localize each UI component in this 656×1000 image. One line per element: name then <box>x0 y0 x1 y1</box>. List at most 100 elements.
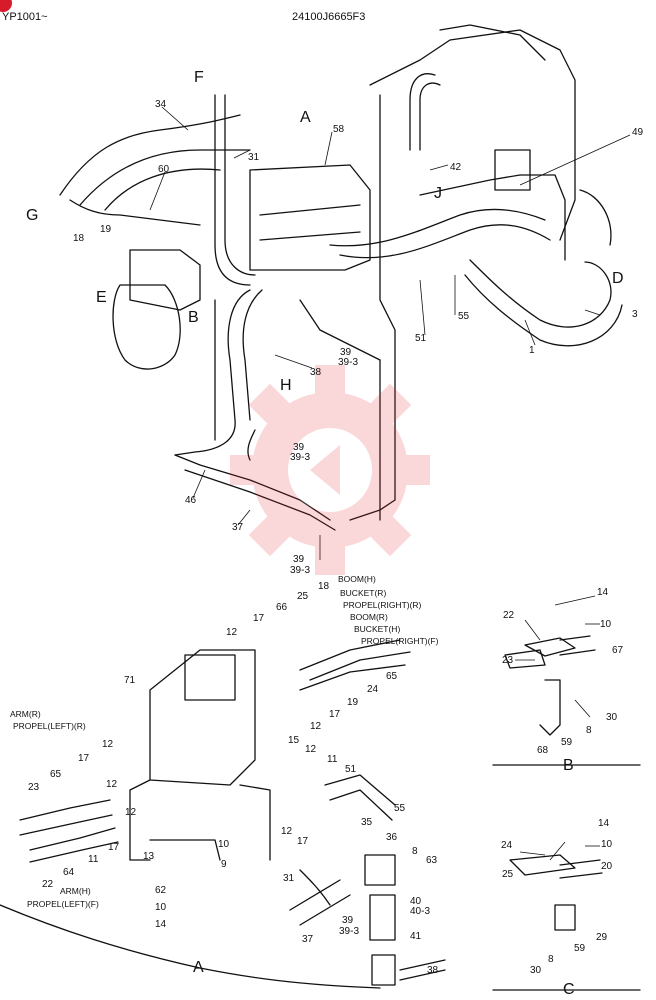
callout-10-b: 10 <box>155 902 167 913</box>
callout-15: 15 <box>288 735 300 746</box>
detail-c-callout-20: 20 <box>601 861 613 872</box>
circuit-propel-left-f: PROPEL(LEFT)(F) <box>27 899 99 909</box>
callout-71: 71 <box>124 675 136 686</box>
callout-14-a: 14 <box>155 919 167 930</box>
callout-10-a: 10 <box>218 839 230 850</box>
callout-12-f: 12 <box>106 779 118 790</box>
circuit-boom-r: BOOM(R) <box>350 612 388 622</box>
callout-64: 64 <box>63 867 75 878</box>
callout-22: 22 <box>42 879 54 890</box>
callout-11-a: 11 <box>327 754 338 765</box>
circuit-arm-r: ARM(R) <box>10 709 41 719</box>
detail-c-callout-59: 59 <box>574 943 586 954</box>
view-label-d: D <box>612 270 624 287</box>
callout-41: 41 <box>410 931 422 942</box>
callout-38: 38 <box>310 367 322 378</box>
callout-36: 36 <box>386 832 398 843</box>
callout-51: 51 <box>415 333 427 344</box>
callout-12-g: 12 <box>125 807 137 818</box>
callout-23: 23 <box>28 782 40 793</box>
callout-13: 13 <box>143 851 155 862</box>
circuit-bucket-r: BUCKET(R) <box>340 588 387 598</box>
detail-b-callout-30: 30 <box>606 712 618 723</box>
view-label-h: H <box>280 377 292 394</box>
callout-18-b: 18 <box>318 581 330 592</box>
detail-c-callout-10: 10 <box>601 839 613 850</box>
callout-65: 65 <box>386 671 398 682</box>
callout-17-a: 17 <box>253 613 265 624</box>
view-label-g: G <box>26 207 39 224</box>
callout-39-3-c: 39-3 <box>290 565 311 576</box>
callout-49: 49 <box>632 127 644 138</box>
callout-39-3-a: 39-3 <box>338 357 359 368</box>
serial-range: YP1001~ <box>2 11 48 23</box>
view-label-c-detail: C <box>563 981 575 998</box>
circuit-arm-h: ARM(H) <box>60 886 91 896</box>
detail-b-callout-59: 59 <box>561 737 573 748</box>
callout-12-b: 12 <box>310 721 322 732</box>
callout-19: 19 <box>100 224 112 235</box>
callout-46: 46 <box>185 495 197 506</box>
callout-17-c: 17 <box>297 836 309 847</box>
circuit-boom-h: BOOM(H) <box>338 574 376 584</box>
callout-25: 25 <box>297 591 309 602</box>
callout-1: 1 <box>529 345 535 356</box>
view-label-j: J <box>434 185 442 202</box>
detail-c-callout-30: 30 <box>530 965 542 976</box>
callout-18: 18 <box>73 233 85 244</box>
callout-51-b: 51 <box>345 764 357 775</box>
callout-39-b: 39 <box>293 442 305 453</box>
callout-55-b: 55 <box>394 803 406 814</box>
callout-8-a: 8 <box>412 846 418 857</box>
callout-31-b: 31 <box>283 873 295 884</box>
callout-39-a: 39 <box>340 347 352 358</box>
callout-17-d: 17 <box>78 753 90 764</box>
gear-watermark-icon <box>230 365 430 575</box>
callout-66: 66 <box>276 602 288 613</box>
callout-17-b: 17 <box>329 709 341 720</box>
callout-58: 58 <box>333 124 345 135</box>
callout-55: 55 <box>458 311 470 322</box>
detail-b-callout-14: 14 <box>597 587 609 598</box>
corner-badge <box>0 0 12 12</box>
callout-9: 9 <box>221 859 227 870</box>
callout-39-3-d: 39-3 <box>339 926 360 937</box>
circuit-propel-right-r: PROPEL(RIGHT)(R) <box>343 600 422 610</box>
detail-b-callout-67: 67 <box>612 645 624 656</box>
view-label-e: E <box>96 289 107 306</box>
callout-12-d: 12 <box>281 826 293 837</box>
circuit-propel-right-f: PROPEL(RIGHT)(F) <box>361 636 439 646</box>
detail-b-callout-8: 8 <box>586 725 592 736</box>
callout-63: 63 <box>426 855 438 866</box>
view-label-a-top: A <box>300 109 311 126</box>
callout-19-b: 19 <box>347 697 359 708</box>
detail-b-callout-23: 23 <box>502 655 514 666</box>
callout-39-c: 39 <box>293 554 305 565</box>
callout-62: 62 <box>155 885 167 896</box>
callout-3: 3 <box>632 309 638 320</box>
detail-c-callout-24: 24 <box>501 840 513 851</box>
view-label-b-top: B <box>188 309 199 326</box>
view-label-a-bottom: A <box>193 959 204 976</box>
callout-42: 42 <box>450 162 462 173</box>
callout-40-3: 40-3 <box>410 906 431 917</box>
detail-b-callout-10: 10 <box>600 619 612 630</box>
circuit-propel-left-r: PROPEL(LEFT)(R) <box>13 721 86 731</box>
callout-37: 37 <box>232 522 244 533</box>
callout-38-b: 38 <box>427 965 439 976</box>
circuit-bucket-h: BUCKET(H) <box>354 624 401 634</box>
callout-12-e: 12 <box>102 739 114 750</box>
callout-11-b: 11 <box>88 854 99 865</box>
callout-60: 60 <box>158 164 170 175</box>
detail-b-callout-68: 68 <box>537 745 549 756</box>
callout-65-b: 65 <box>50 769 62 780</box>
callout-40: 40 <box>410 896 422 907</box>
detail-c-callout-8: 8 <box>548 954 554 965</box>
callout-34: 34 <box>155 99 167 110</box>
callout-17-e: 17 <box>108 842 120 853</box>
callout-31: 31 <box>248 152 260 163</box>
callout-35: 35 <box>361 817 373 828</box>
view-label-f: F <box>194 69 204 86</box>
